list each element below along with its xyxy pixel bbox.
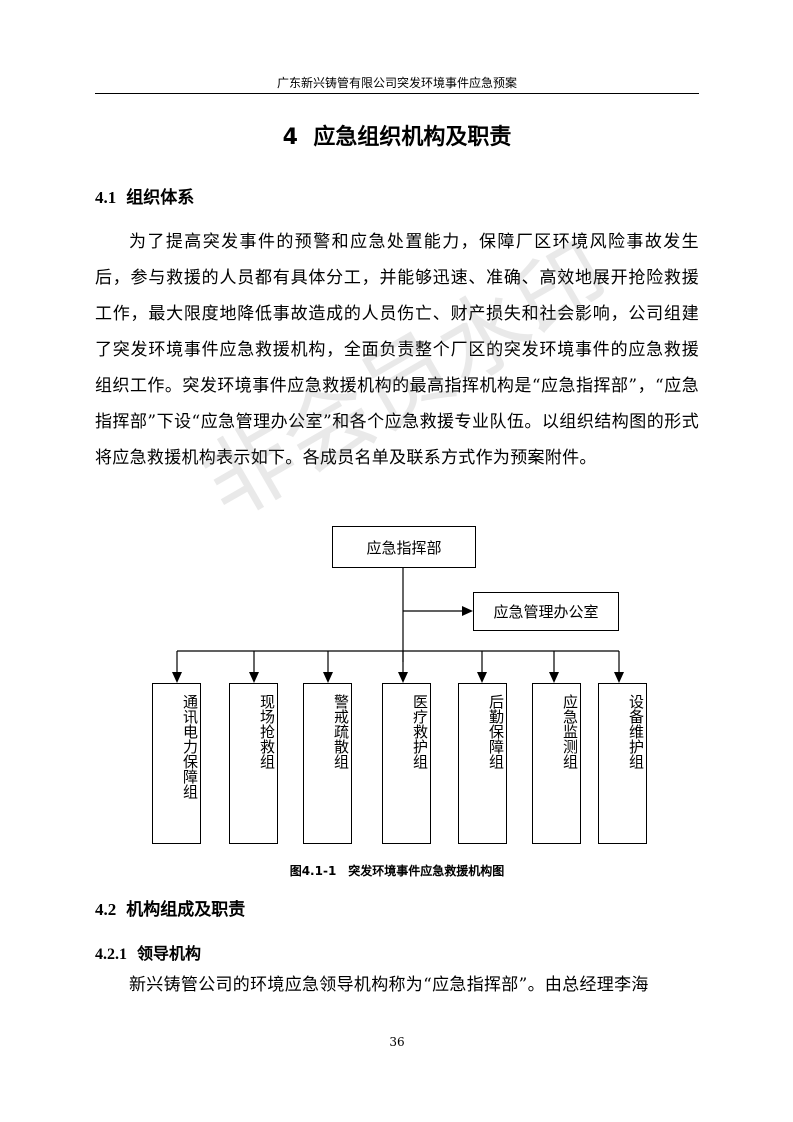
section-heading-4-2: 4.2 机构组成及职责 bbox=[95, 899, 245, 921]
org-chart: 应急指挥部 应急管理办公室 通讯电力保障组 现场抢救组 警戒疏散组 医疗救护组 … bbox=[150, 520, 650, 850]
body-paragraph-4-1: 为了提高突发事件的预警和应急处置能力，保障厂区环境风险事故发生后，参与救援的人员… bbox=[95, 232, 699, 468]
section-title: 组织体系 bbox=[126, 188, 195, 208]
section-heading-4-1: 4.1 组织体系 bbox=[95, 187, 194, 209]
org-box-team: 医疗救护组 bbox=[382, 683, 431, 844]
page-number: 36 bbox=[389, 1035, 405, 1049]
org-box-team: 后勤保障组 bbox=[458, 683, 507, 844]
org-chart-connectors bbox=[172, 568, 624, 683]
org-box-command: 应急指挥部 bbox=[332, 526, 476, 568]
section-number: 4.1 bbox=[95, 188, 117, 207]
section-title: 机构组成及职责 bbox=[126, 900, 246, 920]
body-paragraph-4-2-1: 新兴铸管公司的环境应急领导机构称为“应急指挥部”。由总经理李海 bbox=[129, 975, 649, 995]
org-box-team: 应急监测组 bbox=[532, 683, 581, 844]
section-number: 4.2 bbox=[95, 900, 117, 919]
org-box-team: 通讯电力保障组 bbox=[152, 683, 201, 844]
org-box-team: 现场抢救组 bbox=[229, 683, 278, 844]
chapter-title: 4 应急组织机构及职责 bbox=[95, 124, 699, 152]
section-heading-4-2-1: 4.2.1 领导机构 bbox=[95, 943, 201, 966]
header-rule bbox=[95, 93, 699, 94]
org-box-team: 设备维护组 bbox=[598, 683, 647, 844]
org-box-team: 警戒疏散组 bbox=[303, 683, 352, 844]
running-header: 广东新兴铸管有限公司突发环境事件应急预案 bbox=[276, 76, 517, 90]
figure-caption: 图4.1-1 突发环境事件应急救援机构图 bbox=[289, 864, 505, 878]
chapter-title-text: 应急组织机构及职责 bbox=[313, 125, 512, 150]
chapter-number: 4 bbox=[282, 125, 298, 150]
org-box-office: 应急管理办公室 bbox=[473, 592, 619, 631]
section-title: 领导机构 bbox=[137, 944, 202, 963]
section-number: 4.2.1 bbox=[95, 946, 127, 963]
